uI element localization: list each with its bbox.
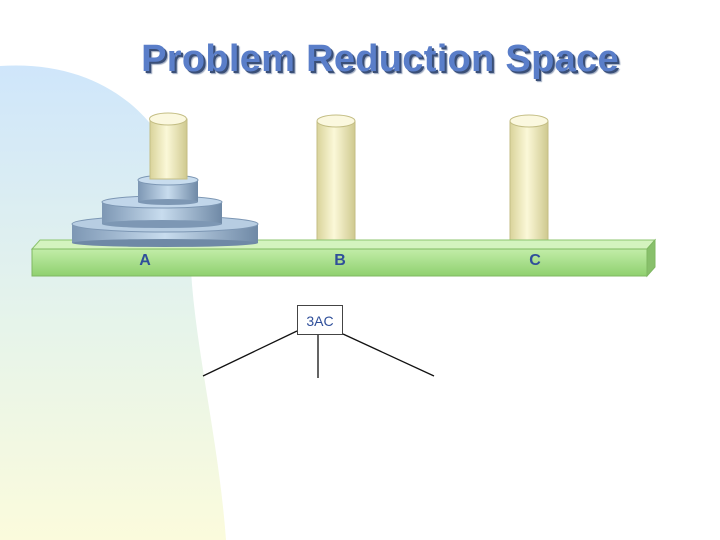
peg-label-a: A [139, 252, 151, 269]
tree-edges [202, 330, 435, 378]
peg-label-b: B [334, 252, 346, 269]
edge-right [342, 333, 435, 377]
peg-c [509, 114, 549, 246]
slide-title: Problem Reduction Space [141, 38, 619, 80]
peg-b [316, 114, 356, 246]
peg-label-c: C [529, 252, 541, 269]
peg-a [71, 112, 259, 247]
tree-root-node: 3AC [297, 305, 343, 335]
edge-left [202, 330, 298, 377]
